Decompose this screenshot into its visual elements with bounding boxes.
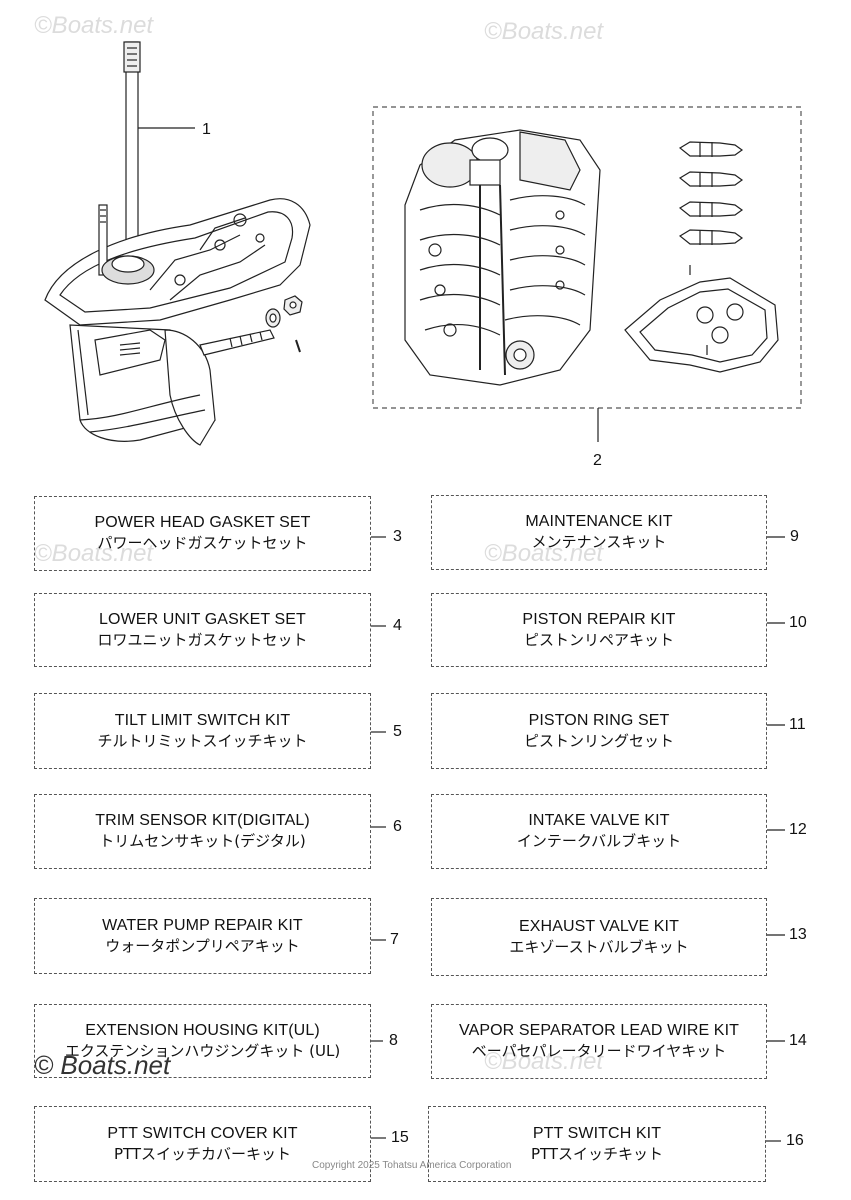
watermark-mid-left: ©Boats.net [34, 540, 154, 567]
kit-name-en: PISTON RING SET [528, 711, 670, 729]
kit-box-power-head-gasket-set[interactable]: POWER HEAD GASKET SET パワーヘッドガスケットセット [34, 496, 371, 571]
callout-13: 13 [789, 926, 807, 943]
kit-name-en: PTT SWITCH KIT [532, 1124, 662, 1142]
lower-unit-drawing [44, 41, 311, 446]
kit-name-jp: PTTスイッチカバーキット [113, 1144, 292, 1163]
kit-box-ptt-switch-kit[interactable]: PTT SWITCH KIT PTTスイッチキット [428, 1106, 766, 1182]
kit-box-vapor-separator-lead-wire-kit[interactable]: VAPOR SEPARATOR LEAD WIRE KIT ベーパセパレータリー… [431, 1004, 767, 1079]
kit-name-jp: ウォータポンプリペアキット [105, 936, 300, 955]
kit-box-intake-valve-kit[interactable]: INTAKE VALVE KIT インテークバルブキット [431, 794, 767, 869]
kit-box-ptt-switch-cover-kit[interactable]: PTT SWITCH COVER KIT PTTスイッチカバーキット [34, 1106, 371, 1182]
kit-box-tilt-limit-switch-kit[interactable]: TILT LIMIT SWITCH KIT チルトリミットスイッチキット [34, 693, 371, 769]
callout-2: 2 [593, 452, 602, 469]
kit-name-en: PISTON REPAIR KIT [522, 610, 676, 628]
kit-name-jp: パワーヘッドガスケットセット [97, 534, 308, 552]
watermark-bottom-right: ©Boats.net [484, 1048, 604, 1075]
callout-16: 16 [786, 1132, 804, 1149]
kit-name-jp: エキゾーストバルブキット [509, 937, 689, 956]
callout-15: 15 [391, 1129, 409, 1146]
spark-plugs [678, 141, 744, 245]
kit-name-jp: ピストンリペアキット [523, 630, 674, 649]
kit-box-maintenance-kit[interactable]: MAINTENANCE KIT メンテナンスキット [431, 495, 767, 570]
callout-7: 7 [390, 931, 399, 948]
callout-8: 8 [389, 1032, 398, 1049]
head-gasket [624, 265, 779, 373]
kit-name-jp: PTTスイッチキット [530, 1144, 664, 1163]
kit-name-en: MAINTENANCE KIT [525, 513, 673, 530]
callout-12: 12 [789, 821, 807, 838]
kit-name-jp: チルトリミットスイッチキット [97, 731, 308, 750]
parts-diagram [44, 41, 802, 446]
callout-4: 4 [393, 617, 402, 634]
callout-10: 10 [789, 614, 807, 631]
callout-6: 6 [393, 818, 402, 835]
kit-name-en: EXHAUST VALVE KIT [519, 917, 679, 935]
kit-box-extension-housing-kit[interactable]: EXTENSION HOUSING KIT(UL) エクステンションハウジングキ… [34, 1004, 371, 1078]
power-head-drawing [372, 106, 802, 442]
kit-name-en: POWER HEAD GASKET SET [94, 514, 311, 531]
kit-name-jp: メンテナンスキット [531, 533, 667, 551]
kit-name-en: TRIM SENSOR KIT(DIGITAL) [95, 812, 310, 829]
kit-box-water-pump-repair-kit[interactable]: WATER PUMP REPAIR KIT ウォータポンプリペアキット [34, 898, 371, 974]
kit-name-jp: トリムセンサキット(デジタル) [99, 832, 306, 850]
kit-name-jp: ピストンリングセット [523, 731, 674, 750]
kit-name-jp: エクステンションハウジングキット (UL) [64, 1041, 341, 1060]
callout-3: 3 [393, 528, 402, 545]
kit-name-en: VAPOR SEPARATOR LEAD WIRE KIT [459, 1022, 739, 1039]
kit-name-en: LOWER UNIT GASKET SET [99, 610, 306, 628]
kit-box-lower-unit-gasket-set[interactable]: LOWER UNIT GASKET SET ロワユニットガスケットセット [34, 593, 371, 667]
kit-box-piston-ring-set[interactable]: PISTON RING SET ピストンリングセット [431, 693, 767, 769]
kit-box-trim-sensor-kit[interactable]: TRIM SENSOR KIT(DIGITAL) トリムセンサキット(デジタル) [34, 794, 371, 869]
kit-name-jp: ロワユニットガスケットセット [97, 630, 308, 649]
copyright-notice: Copyright 2025 Tohatsu America Corporati… [312, 1160, 512, 1171]
kit-name-jp: インテークバルブキット [516, 832, 682, 850]
watermark-top-right: ©Boats.net [484, 18, 604, 45]
callout-1: 1 [202, 121, 211, 138]
callout-9: 9 [790, 528, 799, 545]
kit-box-exhaust-valve-kit[interactable]: EXHAUST VALVE KIT エキゾーストバルブキット [431, 898, 767, 976]
callout-14: 14 [789, 1032, 807, 1049]
kit-name-en: TILT LIMIT SWITCH KIT [114, 711, 291, 729]
callout-5: 5 [393, 723, 402, 740]
kit-name-en: WATER PUMP REPAIR KIT [102, 916, 303, 934]
callout-11: 11 [789, 716, 806, 733]
kit-name-en: PTT SWITCH COVER KIT [107, 1124, 298, 1142]
watermark-bottom-left: © Boats.net [34, 1050, 171, 1080]
kit-box-piston-repair-kit[interactable]: PISTON REPAIR KIT ピストンリペアキット [431, 593, 767, 667]
kit-name-jp: ベーパセパレータリードワイヤキット [471, 1042, 727, 1060]
watermark-top-left: ©Boats.net [34, 12, 154, 39]
watermark-mid-right: ©Boats.net [484, 540, 604, 567]
kit-name-en: EXTENSION HOUSING KIT(UL) [85, 1021, 320, 1039]
kit-name-en: INTAKE VALVE KIT [528, 812, 670, 829]
